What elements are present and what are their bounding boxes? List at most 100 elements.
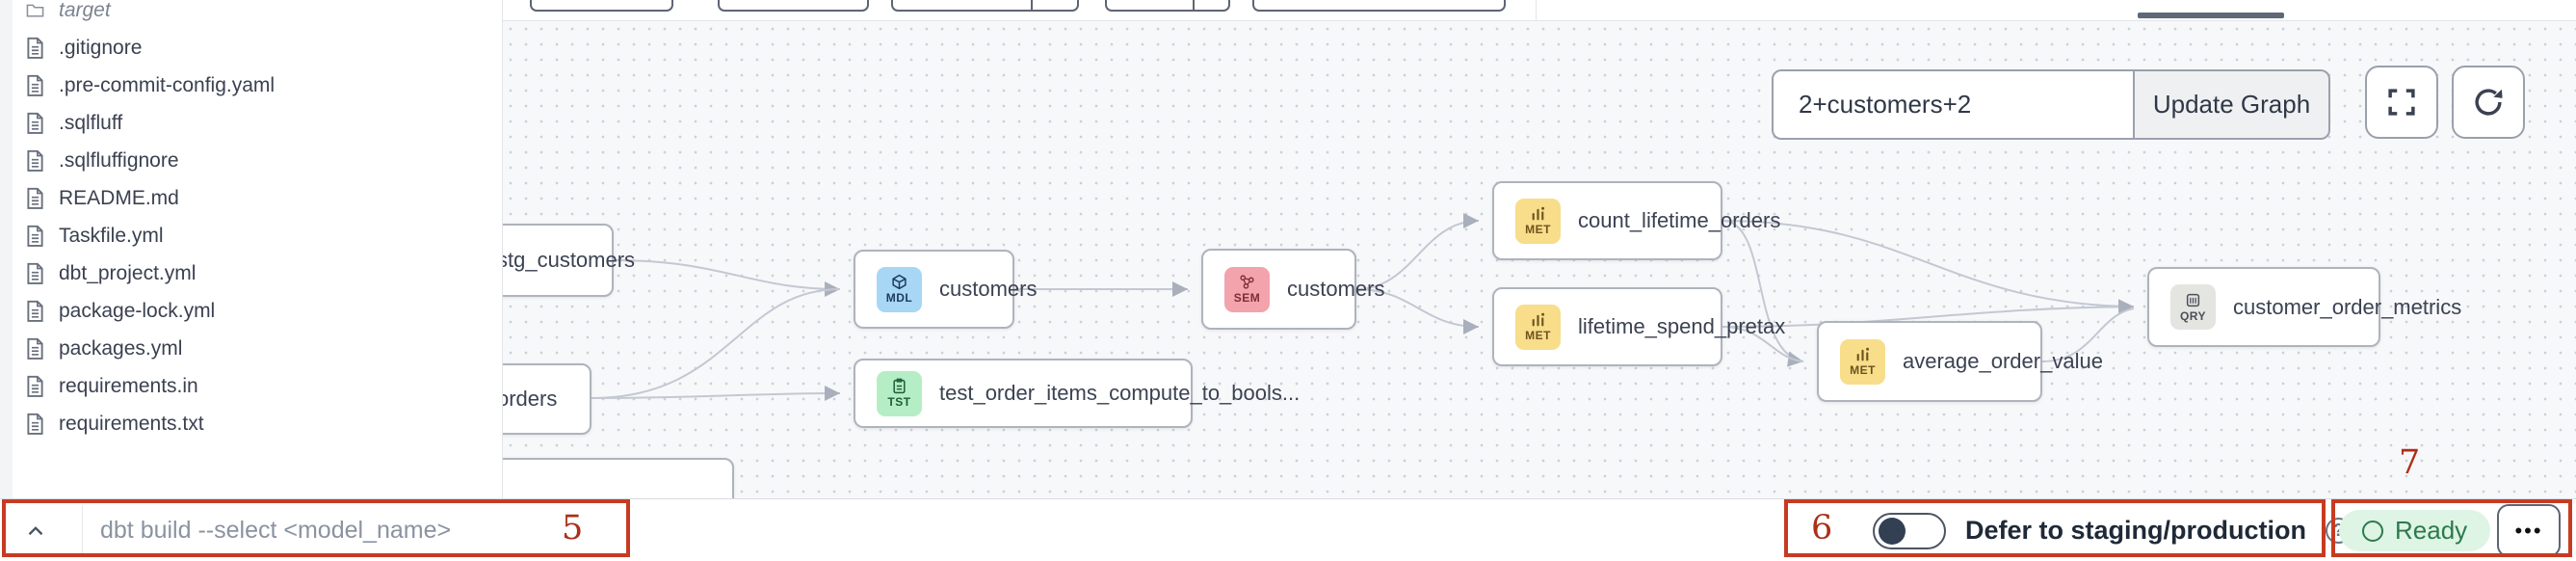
- query-badge-icon: QRY: [2170, 284, 2216, 330]
- active-tab-indicator: [2138, 13, 2284, 18]
- file-row-packages[interactable]: packages.yml: [13, 330, 502, 367]
- file-label: dbt_project.yml: [59, 261, 197, 284]
- file-row-requirements-in[interactable]: requirements.in: [13, 367, 502, 405]
- file-icon: [26, 375, 44, 397]
- defer-toggle[interactable]: [1873, 512, 1946, 549]
- file-row-sqlfluffignore[interactable]: .sqlfluffignore: [13, 142, 502, 179]
- badge-label: MET: [1525, 329, 1551, 342]
- metric-badge-icon: MET: [1515, 198, 1561, 244]
- file-icon: [26, 149, 44, 172]
- bar-divider: [82, 505, 83, 556]
- file-row-target[interactable]: target: [13, 0, 502, 29]
- file-icon: [26, 187, 44, 209]
- more-options-button[interactable]: •••: [2497, 504, 2561, 557]
- refresh-icon: [2475, 89, 2503, 116]
- file-label: README.md: [59, 186, 179, 209]
- test-badge-icon: TST: [877, 370, 922, 416]
- status-label: Ready: [2395, 516, 2468, 545]
- strip-divider: [1536, 0, 1537, 21]
- node-lifetime-spend-pretax[interactable]: MET lifetime_spend_pretax: [1492, 287, 1785, 366]
- node-label: customers: [1287, 277, 1385, 301]
- node-label: stg_customers: [503, 248, 636, 272]
- file-label: packages.yml: [59, 336, 183, 360]
- badge-label: MDL: [885, 291, 913, 305]
- file-label: package-lock.yml: [59, 299, 216, 322]
- file-icon: [26, 262, 44, 284]
- defer-label: Defer to staging/production: [1965, 516, 2306, 545]
- tab-separator: [1193, 0, 1195, 10]
- file-label: requirements.txt: [59, 412, 204, 435]
- lineage-canvas[interactable]: stg_customers orders MDL customers TST t…: [503, 0, 2576, 498]
- file-icon: [26, 112, 44, 134]
- file-icon: [26, 300, 44, 322]
- panel-gutter: [0, 0, 13, 498]
- file-row-gitignore[interactable]: .gitignore: [13, 29, 502, 67]
- node-stg-customers[interactable]: stg_customers: [503, 224, 635, 297]
- file-row-sqlfluff[interactable]: .sqlfluff: [13, 104, 502, 142]
- file-label: requirements.in: [59, 374, 198, 397]
- toggle-knob: [1879, 517, 1906, 545]
- badge-label: MET: [1850, 363, 1876, 377]
- refresh-button[interactable]: [2452, 66, 2525, 139]
- badge-label: MET: [1525, 223, 1551, 236]
- top-strip: [503, 0, 2576, 21]
- node-customers-semantic[interactable]: SEM customers: [1201, 249, 1384, 330]
- node-clipped-bottom[interactable]: [503, 458, 734, 498]
- file-list: target .gitignore .pre-commit-config.yam…: [13, 0, 502, 442]
- badge-label: SEM: [1233, 291, 1261, 305]
- badge-label: TST: [887, 395, 911, 409]
- file-label: target: [59, 0, 111, 21]
- file-icon: [26, 337, 44, 360]
- node-average-order-value[interactable]: MET average_order_value: [1817, 321, 2103, 402]
- node-label: average_order_value: [1903, 349, 2103, 373]
- file-row-package-lock[interactable]: package-lock.yml: [13, 292, 502, 330]
- chevron-up-icon: [28, 526, 43, 536]
- model-selector-input[interactable]: 2+customers+2: [1772, 69, 2134, 140]
- metric-badge-icon: MET: [1840, 338, 1885, 385]
- badge-label: QRY: [2179, 308, 2207, 323]
- status-badge[interactable]: Ready: [2339, 510, 2491, 551]
- node-orders[interactable]: orders: [503, 363, 591, 435]
- node-count-lifetime-orders[interactable]: MET count_lifetime_orders: [1492, 181, 1780, 260]
- fullscreen-button[interactable]: [2365, 66, 2438, 139]
- command-input[interactable]: dbt build --select <model_name>: [100, 499, 543, 561]
- file-explorer-panel: target .gitignore .pre-commit-config.yam…: [0, 0, 503, 498]
- node-label: count_lifetime_orders: [1578, 208, 1781, 232]
- cutoff-tab[interactable]: [891, 0, 1079, 12]
- defer-control: Defer to staging/production ?: [1873, 499, 2352, 561]
- node-label: lifetime_spend_pretax: [1578, 314, 1786, 338]
- node-customer-order-metrics[interactable]: QRY customer_order_metrics: [2147, 267, 2461, 347]
- file-icon: [26, 74, 44, 96]
- status-bar: dbt build --select <model_name> Defer to…: [0, 498, 2576, 561]
- expand-panel-button[interactable]: [13, 513, 58, 549]
- model-badge-icon: MDL: [877, 266, 922, 312]
- node-test-order-items[interactable]: TST test_order_items_compute_to_bools...: [854, 359, 1300, 428]
- node-customers-model[interactable]: MDL customers: [854, 250, 1037, 329]
- model-selector-group: 2+customers+2 Update Graph: [1772, 69, 2330, 140]
- update-graph-button[interactable]: Update Graph: [2134, 69, 2330, 140]
- node-label: test_order_items_compute_to_bools...: [939, 381, 1301, 405]
- update-graph-label: Update Graph: [2152, 90, 2311, 119]
- file-icon: [26, 37, 44, 59]
- file-row-dbt-project[interactable]: dbt_project.yml: [13, 254, 502, 292]
- file-row-readme[interactable]: README.md: [13, 179, 502, 217]
- file-row-precommit[interactable]: .pre-commit-config.yaml: [13, 67, 502, 104]
- tab-separator: [1031, 0, 1033, 10]
- file-label: Taskfile.yml: [59, 224, 164, 247]
- file-label: .sqlfluffignore: [59, 148, 179, 172]
- lineage-edges: [591, 213, 2135, 402]
- cutoff-tab[interactable]: [1105, 0, 1230, 12]
- file-row-taskfile[interactable]: Taskfile.yml: [13, 217, 502, 254]
- node-label: orders: [503, 387, 558, 411]
- cutoff-tab[interactable]: [530, 0, 673, 12]
- cutoff-tab[interactable]: [1252, 0, 1506, 12]
- node-label: customers: [939, 277, 1038, 301]
- file-row-requirements-txt[interactable]: requirements.txt: [13, 405, 502, 442]
- file-icon: [26, 413, 44, 435]
- cutoff-tab[interactable]: [718, 0, 869, 12]
- file-label: .gitignore: [59, 36, 143, 59]
- fullscreen-icon: [2388, 89, 2415, 116]
- selector-value: 2+customers+2: [1799, 90, 1972, 119]
- node-label: customer_order_metrics: [2233, 294, 2462, 319]
